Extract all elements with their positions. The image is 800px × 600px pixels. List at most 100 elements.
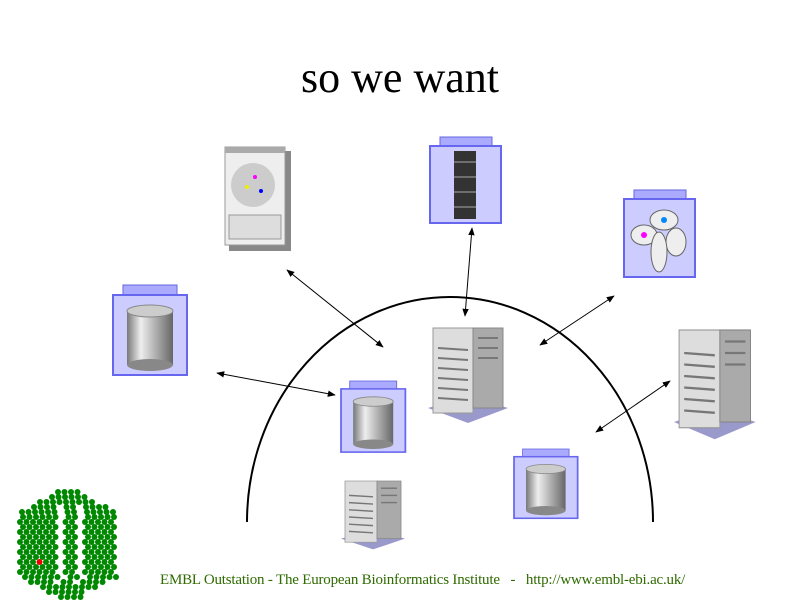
logo-dot [60,579,67,585]
logo-dot [69,499,76,505]
logo-dot [69,519,75,525]
logo-dot [23,549,30,555]
logo-dot [79,584,85,590]
logo-dot [111,564,117,570]
logo-dot [110,509,116,515]
logo-dot [43,499,50,505]
arrow-cd [539,295,615,346]
logo-dot [70,504,76,510]
logo-dot [28,574,35,580]
logo-dot [104,554,111,560]
footer: EMBL Outstation - The European Bioinform… [160,572,685,589]
connection-arrows [216,227,671,433]
logo-dot [111,524,117,530]
logo-dot [101,569,108,575]
logo-dot [88,539,95,545]
logo-dot [45,509,51,515]
footer-url[interactable]: http://www.embl-ebi.ac.uk/ [525,572,686,588]
logo-dot [23,569,30,575]
logo-dot [82,499,89,505]
logo-dot [46,554,52,560]
logo-dot [113,574,119,580]
logo-dot [36,519,43,525]
logo-dot [33,544,39,550]
logo-dot [37,499,43,505]
logo-dot [33,564,39,570]
logo-dot [49,549,56,555]
logo-dot [50,499,56,505]
logo-dot [23,519,30,525]
logo-dot [108,539,114,545]
logo-dot [111,554,117,560]
logo-dot [17,519,23,525]
logo-dot [82,549,88,555]
logo-dot [37,504,44,510]
logo-dot [66,584,72,590]
logo-dot [23,539,30,545]
logo-dot [98,554,104,560]
logo-dot [95,539,101,545]
logo-dot [96,504,102,510]
logo-dot [65,564,72,570]
logo-dot [108,519,114,525]
logo-dot [26,524,33,530]
logo-dot [75,494,81,500]
logo-dot [49,559,56,565]
logo-dot [65,544,72,550]
logo-dot [31,504,37,510]
logo-dot [69,569,75,575]
logo-dot [95,549,101,555]
logo-dot [46,524,52,530]
logo-dot [91,554,98,560]
arrow-server-right [595,380,671,433]
logo-dot [46,514,52,520]
logo-dot [72,589,78,595]
logo-dot [36,539,43,545]
logo-dot [43,539,49,545]
logo-dot [80,579,86,585]
logo-dot [95,559,101,565]
logo-dot [49,569,56,575]
logo-dot [20,524,26,530]
database-icon-center [340,380,407,453]
logo-dot [32,509,38,515]
logo-dot [20,514,26,520]
logo-dot [108,559,114,565]
logo-dot [78,589,85,595]
logo-dot [62,519,69,525]
logo-dot [23,529,30,535]
logo-dot [63,504,70,510]
logo-dot [104,534,111,540]
logo-dot [33,534,39,540]
logo-dot [30,549,36,555]
logo-dot [59,584,66,590]
logo-dot [52,589,59,595]
logo-dot [39,544,46,550]
logo-dot [53,584,59,590]
logo-dot [17,549,23,555]
logo-dot [93,574,100,580]
logo-dot [72,564,78,570]
logo-dot [54,574,61,580]
logo-dot [86,579,93,585]
logo-dot [74,574,80,580]
logo-dot [69,529,75,535]
logo-dot [59,589,65,595]
logo-dot [62,549,69,555]
logo-dot [62,539,69,545]
logo-dot [47,579,54,585]
cd-collection-icon [623,189,696,278]
logo-dot [74,489,81,495]
server-icon-bottom [340,480,406,551]
logo-dot [19,509,25,515]
logo-dot [64,509,71,515]
logo-dot [49,539,56,545]
logo-dot [82,569,88,575]
logo-dot [71,509,77,515]
logo-dot [85,554,91,560]
logo-dot [65,589,72,595]
logo-dot [95,519,101,525]
logo-dot [20,544,26,550]
logo-dot [20,554,26,560]
